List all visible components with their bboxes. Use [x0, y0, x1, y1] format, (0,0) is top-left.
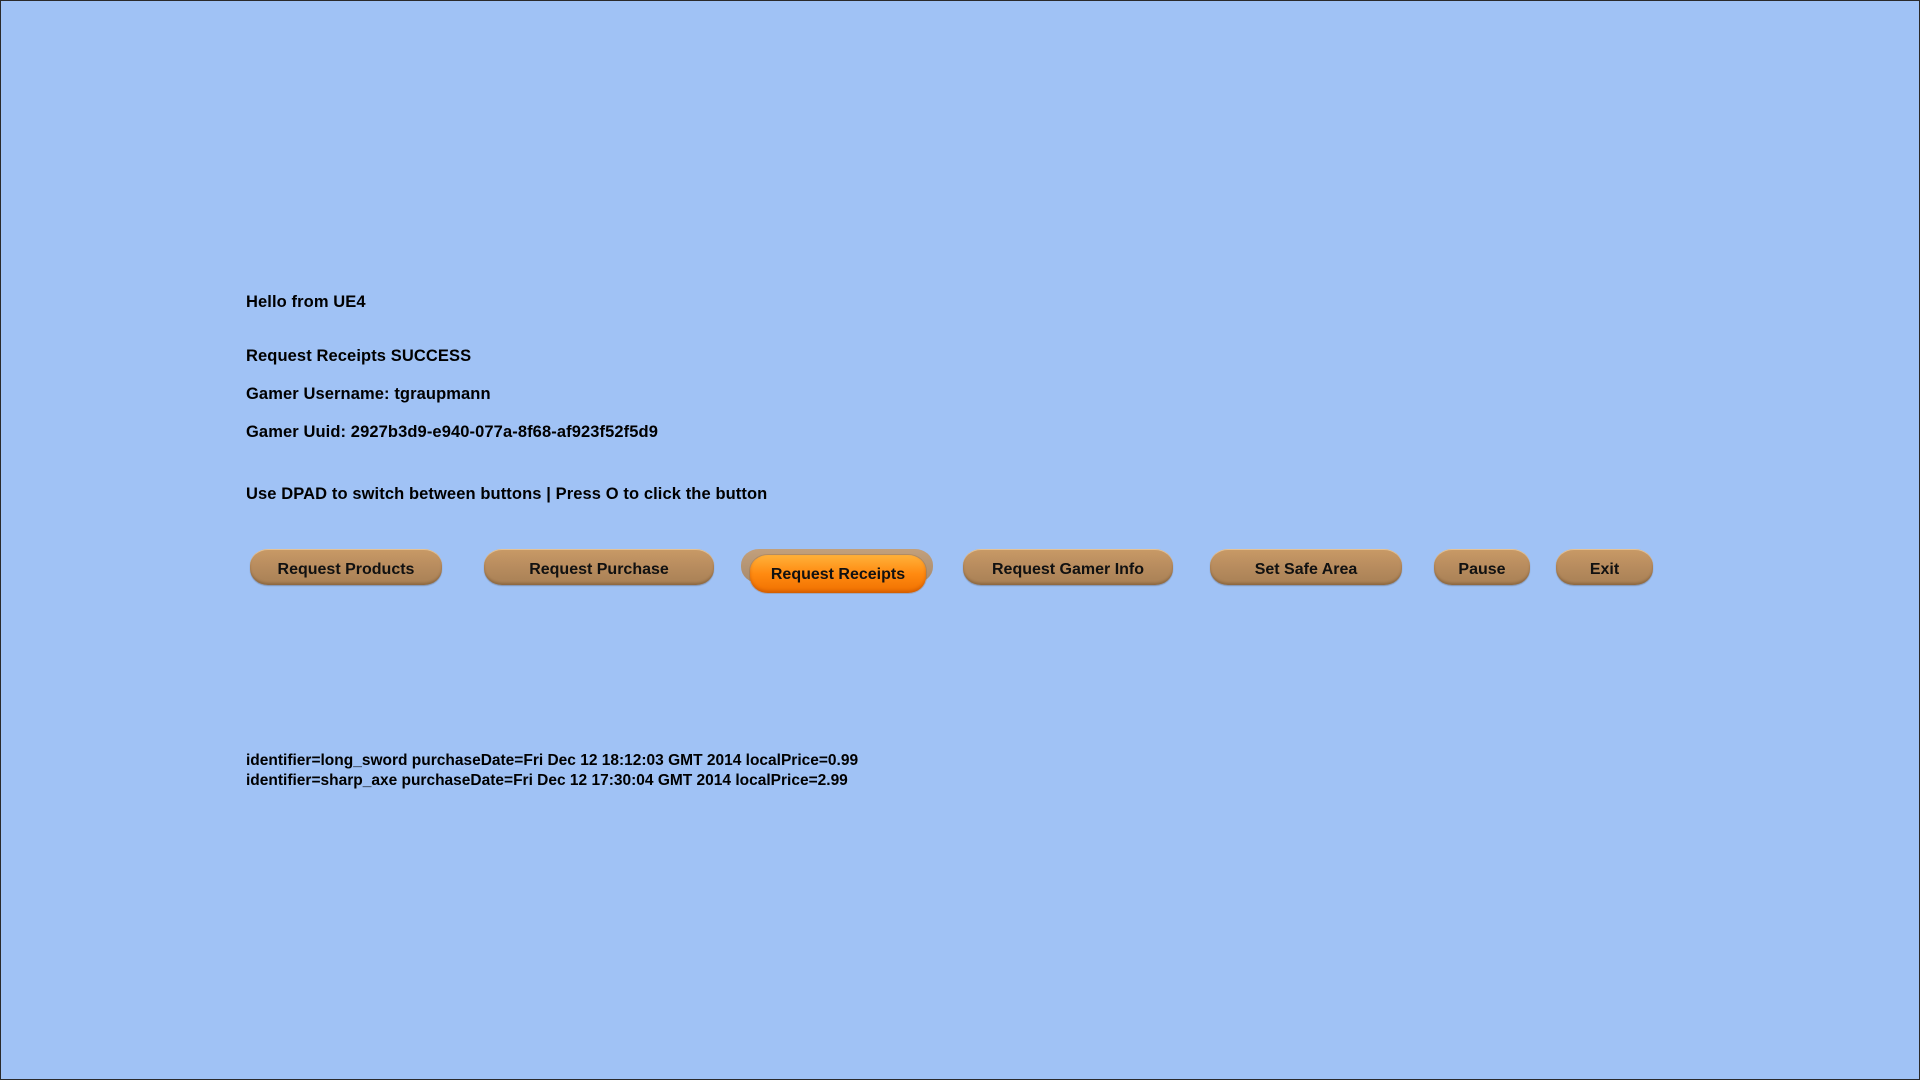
request-products-button[interactable]: Request Products [250, 549, 442, 585]
request-gamer-info-button[interactable]: Request Gamer Info [963, 549, 1173, 585]
request-purchase-button[interactable]: Request Purchase [484, 549, 714, 585]
request-receipts-button[interactable]: Request Receipts [750, 555, 926, 593]
set-safe-area-button[interactable]: Set Safe Area [1210, 549, 1402, 585]
exit-button[interactable]: Exit [1556, 549, 1653, 585]
instructions-text: Use DPAD to switch between buttons | Pre… [246, 485, 768, 503]
receipt-line: identifier=sharp_axe purchaseDate=Fri De… [246, 772, 848, 789]
receipts-list: identifier=long_sword purchaseDate=Fri D… [246, 751, 858, 791]
gamer-uuid: Gamer Uuid: 2927b3d9-e940-077a-8f68-af92… [246, 423, 659, 441]
status-message: Request Receipts SUCCESS [246, 347, 472, 365]
receipt-line: identifier=long_sword purchaseDate=Fri D… [246, 752, 859, 769]
hello-message: Hello from UE4 [246, 293, 366, 311]
gamer-username: Gamer Username: tgraupmann [246, 385, 491, 403]
pause-button[interactable]: Pause [1434, 549, 1530, 585]
